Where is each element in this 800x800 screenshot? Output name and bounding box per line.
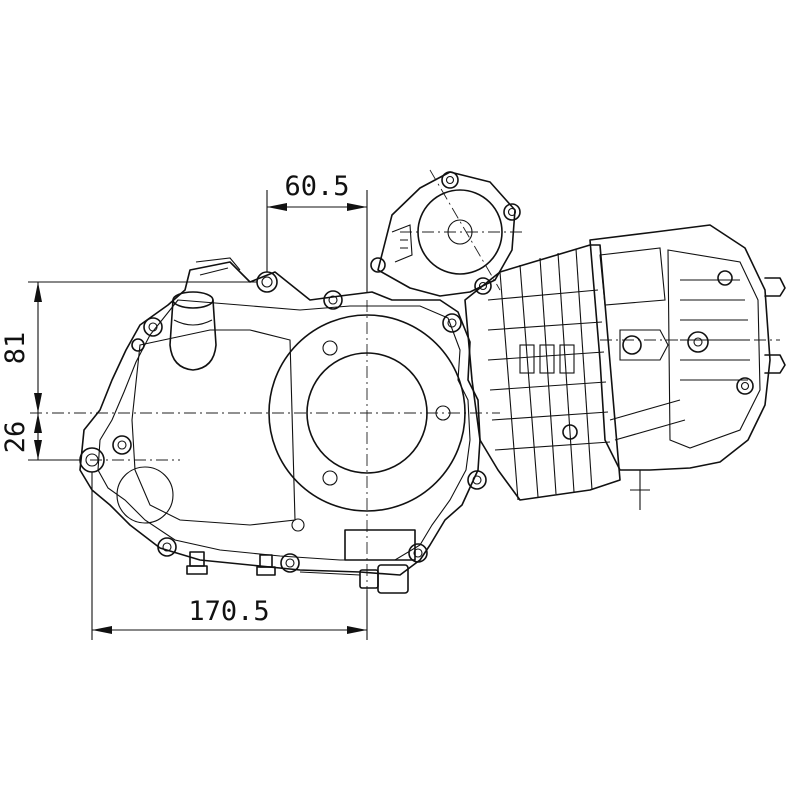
dimension-left: 81 26: [0, 281, 257, 461]
dim-left-lower-label: 26: [0, 421, 31, 454]
dimension-top: 60.5: [266, 171, 368, 292]
dim-left-upper-label: 81: [0, 332, 31, 365]
bottom-studs: [186, 529, 416, 594]
dim-top-label: 60.5: [284, 171, 349, 202]
crankcase-cover: [79, 257, 481, 576]
cylinder-fins: [464, 244, 621, 501]
drain-plug: [116, 466, 174, 524]
starter-housing: [370, 171, 521, 297]
oil-filler-cap: [169, 291, 217, 371]
dim-bottom-label: 170.5: [188, 596, 269, 627]
cylinder-head: [589, 224, 786, 510]
clutch-cover: [268, 314, 466, 532]
cover-bolts: [79, 271, 487, 573]
dimension-bottom: 170.5: [91, 472, 368, 640]
